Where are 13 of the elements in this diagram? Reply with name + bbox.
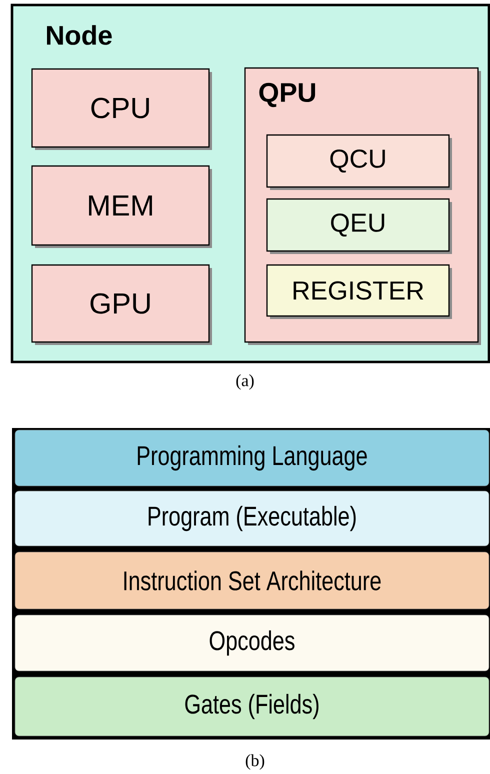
panel-label: (b) <box>246 754 264 770</box>
component-box: GPU <box>31 264 212 345</box>
layer-band: Gates (Fields) <box>14 676 490 736</box>
unit-box: REGISTER <box>266 264 452 319</box>
layer-band: Programming Language <box>14 430 490 486</box>
layer-band: Instruction Set Architecture <box>14 552 490 610</box>
panel-label: (a) <box>236 374 254 390</box>
component-box: MEM <box>31 165 212 248</box>
unit-box: QEU <box>266 198 452 254</box>
component-box: CPU <box>31 68 212 150</box>
layer-band: Program (Executable) <box>14 490 490 546</box>
unit-box: QCU <box>266 134 452 190</box>
layer-band: Opcodes <box>14 614 490 672</box>
